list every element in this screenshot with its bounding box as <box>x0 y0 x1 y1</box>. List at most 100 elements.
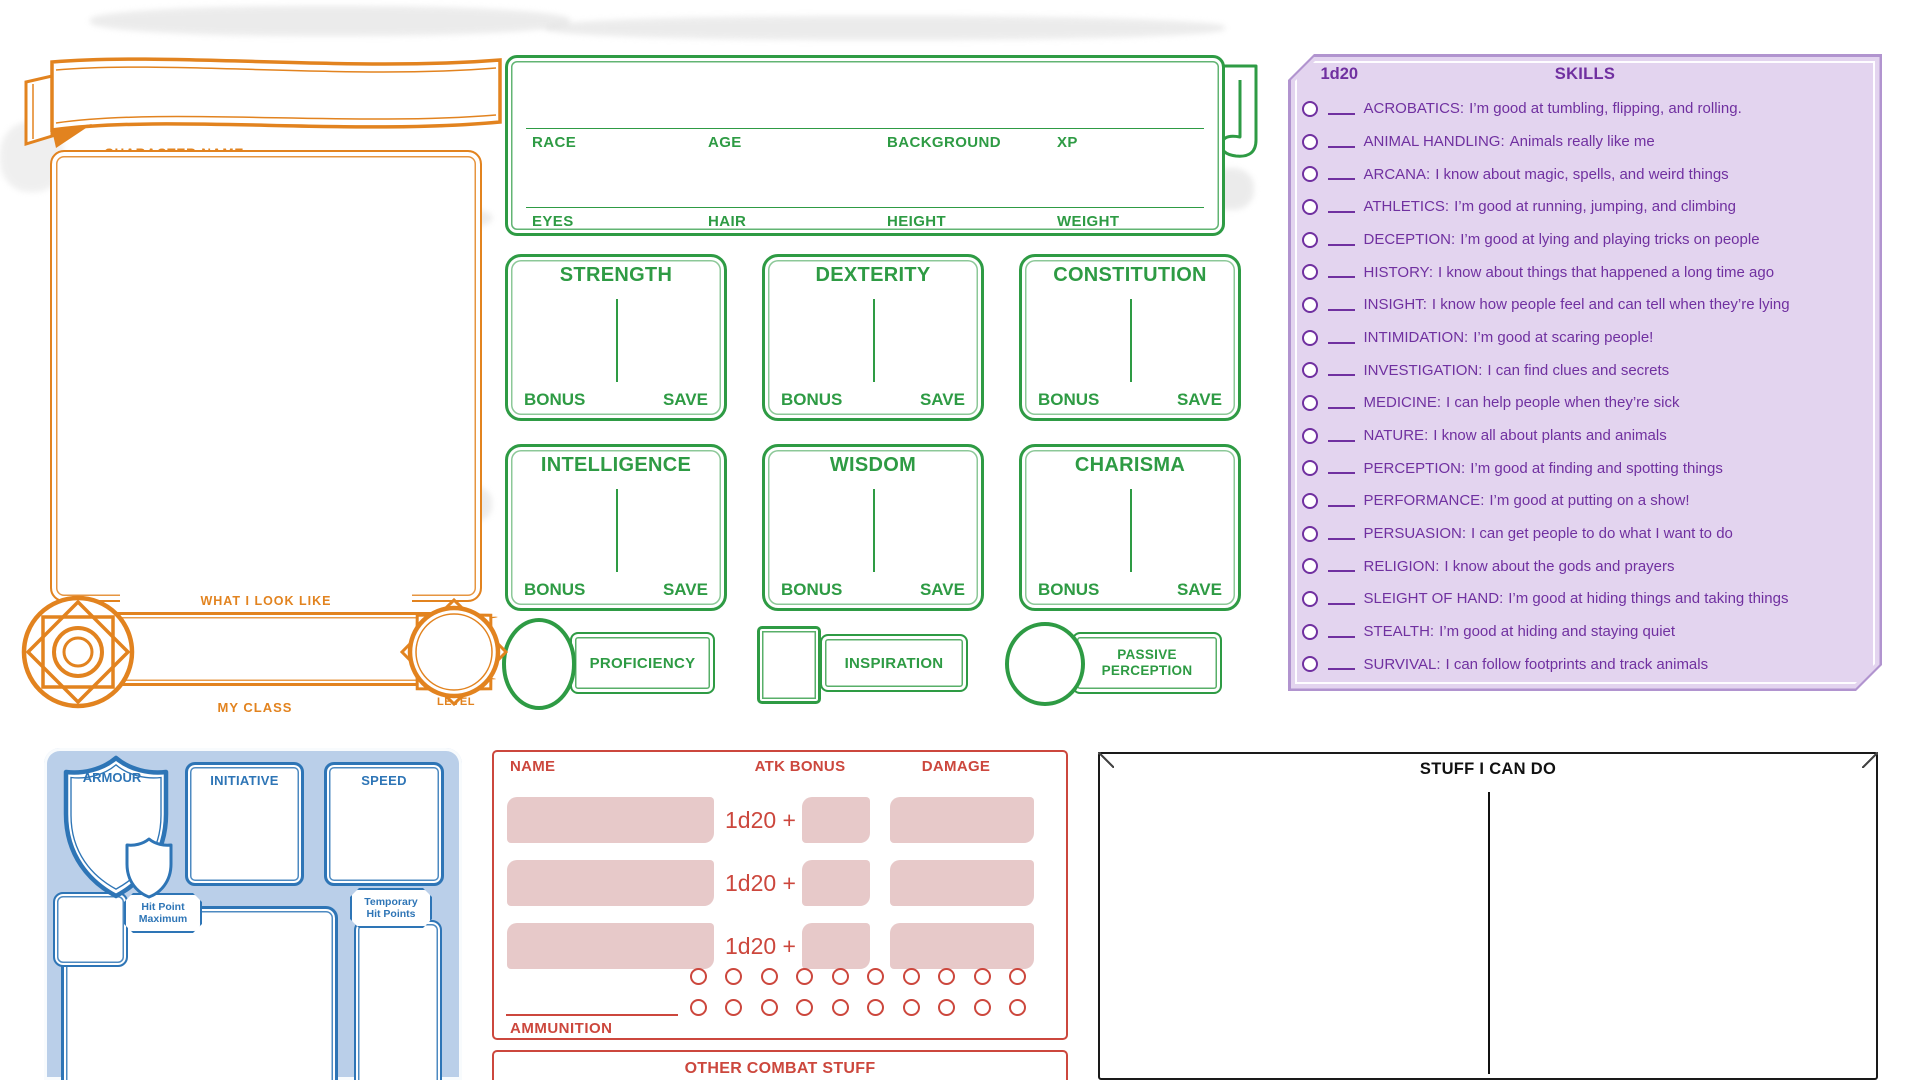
ammo-circle[interactable] <box>902 968 920 985</box>
ammo-circle[interactable] <box>796 999 814 1016</box>
inspiration-box[interactable] <box>757 626 821 704</box>
ammo-circle[interactable] <box>690 999 707 1016</box>
skill-check-circle[interactable] <box>1302 362 1318 378</box>
attack-name-field[interactable] <box>507 923 714 969</box>
skill-check-circle[interactable] <box>1302 493 1318 509</box>
skill-bonus-blank[interactable] <box>1328 103 1355 115</box>
ammo-circle[interactable] <box>760 999 778 1016</box>
ammo-circle[interactable] <box>831 999 849 1016</box>
ability-box[interactable]: CONSTITUTION BONUS SAVE <box>1019 254 1241 421</box>
skill-check-circle[interactable] <box>1302 166 1318 182</box>
skill-bonus-blank[interactable] <box>1328 430 1355 442</box>
skill-bonus-blank[interactable] <box>1328 168 1355 180</box>
details-writing-line[interactable] <box>526 128 1204 129</box>
skill-bonus-blank[interactable] <box>1328 560 1355 572</box>
proficiency-circle[interactable] <box>498 614 582 714</box>
details-writing-line[interactable] <box>526 207 1204 208</box>
skill-name: SURVIVAL <box>1364 656 1446 673</box>
skill-text: ACROBATICSI’m good at tumbling, flipping… <box>1364 100 1742 117</box>
skill-bonus-blank[interactable] <box>1328 626 1355 638</box>
speed-box[interactable]: SPEED <box>324 762 444 886</box>
skill-check-circle[interactable] <box>1302 624 1318 640</box>
ammo-circle[interactable] <box>725 999 743 1016</box>
skill-check-circle[interactable] <box>1302 558 1318 574</box>
skill-bonus-blank[interactable] <box>1328 528 1355 540</box>
skill-check-circle[interactable] <box>1302 330 1318 346</box>
ammunition-writing-line[interactable] <box>506 1014 678 1016</box>
skill-check-circle[interactable] <box>1302 460 1318 476</box>
ammo-circle[interactable] <box>831 968 849 985</box>
passive-perception-circle[interactable] <box>1002 620 1088 708</box>
skill-row: PERCEPTIONI’m good at finding and spotti… <box>1299 452 1872 485</box>
ability-box[interactable]: STRENGTH BONUS SAVE <box>505 254 727 421</box>
ability-save-label: SAVE <box>919 390 965 409</box>
skill-bonus-blank[interactable] <box>1328 658 1355 670</box>
skill-bonus-blank[interactable] <box>1328 136 1355 148</box>
ammo-circle[interactable] <box>690 968 707 985</box>
ammo-circle[interactable] <box>973 999 991 1016</box>
attack-name-field[interactable] <box>507 797 714 843</box>
attack-bonus-field[interactable] <box>802 860 870 906</box>
skill-bonus-blank[interactable] <box>1328 332 1355 344</box>
ammo-circle[interactable] <box>725 968 743 985</box>
skill-check-circle[interactable] <box>1302 264 1318 280</box>
ability-box[interactable]: INTELLIGENCE BONUS SAVE <box>505 444 727 611</box>
skill-name: PERCEPTION <box>1364 460 1471 477</box>
ammo-circle[interactable] <box>867 968 885 985</box>
skill-bonus-blank[interactable] <box>1328 495 1355 507</box>
ammo-circle[interactable] <box>1008 968 1026 985</box>
attack-damage-field[interactable] <box>890 923 1034 969</box>
skill-check-circle[interactable] <box>1302 232 1318 248</box>
ammo-circle[interactable] <box>796 968 814 985</box>
skill-bonus-blank[interactable] <box>1328 593 1355 605</box>
other-combat-section[interactable]: OTHER COMBAT STUFF <box>492 1050 1068 1080</box>
skill-check-circle[interactable] <box>1302 656 1318 672</box>
hit-point-current-box[interactable] <box>53 892 128 967</box>
level-badge[interactable] <box>398 596 510 708</box>
features-section[interactable]: STUFF I CAN DO <box>1098 752 1878 1080</box>
skill-bonus-blank[interactable] <box>1328 299 1355 311</box>
skill-check-circle[interactable] <box>1302 199 1318 215</box>
skill-description: I’m good at putting on a show! <box>1489 492 1690 510</box>
ammo-circle[interactable] <box>760 968 778 985</box>
portrait-box[interactable] <box>50 150 482 602</box>
ammo-circle[interactable] <box>938 999 956 1016</box>
temporary-hit-points-box[interactable] <box>354 920 442 1080</box>
skill-text: PERSUASIONI can get people to do what I … <box>1364 525 1733 542</box>
skill-check-circle[interactable] <box>1302 428 1318 444</box>
attack-damage-field[interactable] <box>890 860 1034 906</box>
skill-check-circle[interactable] <box>1302 101 1318 117</box>
attack-bonus-field[interactable] <box>802 797 870 843</box>
ammo-circle[interactable] <box>938 968 956 985</box>
attack-name-field[interactable] <box>507 860 714 906</box>
ability-bonus-label: BONUS <box>524 390 586 409</box>
temporary-hit-points-tab: Temporary Hit Points <box>350 888 432 928</box>
attack-damage-field[interactable] <box>890 797 1034 843</box>
skill-check-circle[interactable] <box>1302 134 1318 150</box>
skill-check-circle[interactable] <box>1302 591 1318 607</box>
attack-bonus-field[interactable] <box>802 923 870 969</box>
ability-box[interactable]: CHARISMA BONUS SAVE <box>1019 444 1241 611</box>
ammo-circle[interactable] <box>1008 999 1026 1016</box>
skill-bonus-blank[interactable] <box>1328 201 1355 213</box>
skill-check-circle[interactable] <box>1302 297 1318 313</box>
ammo-circle[interactable] <box>867 999 885 1016</box>
initiative-box[interactable]: INITIATIVE <box>185 762 304 886</box>
temp-hp-line1: Temporary <box>364 895 418 908</box>
skill-check-circle[interactable] <box>1302 395 1318 411</box>
skill-bonus-blank[interactable] <box>1328 397 1355 409</box>
atk-bonus-header: ATK BONUS <box>754 758 846 775</box>
skill-bonus-blank[interactable] <box>1328 364 1355 376</box>
ammo-circle[interactable] <box>902 999 920 1016</box>
skill-bonus-blank[interactable] <box>1328 266 1355 278</box>
skill-row: HISTORYI know about things that happened… <box>1299 256 1872 289</box>
initiative-label: INITIATIVE <box>210 773 279 788</box>
skill-bonus-blank[interactable] <box>1328 234 1355 246</box>
skill-check-circle[interactable] <box>1302 526 1318 542</box>
skill-bonus-blank[interactable] <box>1328 462 1355 474</box>
ability-box[interactable]: WISDOM BONUS SAVE <box>762 444 984 611</box>
ability-box[interactable]: DEXTERITY BONUS SAVE <box>762 254 984 421</box>
ammo-circle[interactable] <box>973 968 991 985</box>
character-name-banner[interactable] <box>20 48 505 160</box>
my-class-field[interactable] <box>98 612 448 686</box>
